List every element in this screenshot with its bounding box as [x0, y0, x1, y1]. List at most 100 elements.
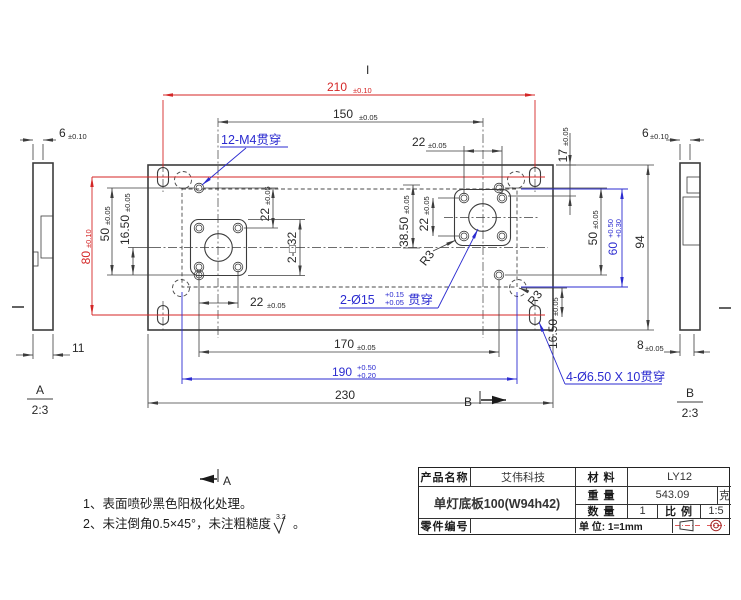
dim-210-total-width: 210 ±0.10: [162, 80, 536, 167]
dim-2x-square-32: 2-□32: [248, 219, 305, 276]
product-name-value: 艾伟科技: [471, 468, 576, 487]
dim-tol: ±0.05: [645, 344, 664, 353]
dim-value: 11: [72, 341, 85, 355]
dim-tol: ±0.10: [353, 86, 372, 95]
dim-60-pocket: 60 +0.50 +0.30: [521, 188, 628, 288]
dim-tol: ±0.05: [428, 141, 447, 150]
product-name-label: 产品名称: [419, 468, 471, 487]
qty-label: 数 量: [576, 504, 628, 519]
radius-label: R3: [525, 287, 546, 308]
scale-value: 1:5: [701, 505, 731, 519]
label-r3-pattern: R3: [417, 239, 457, 268]
callout-2-d15: 2-Ø15 +0.15 +0.05 贯穿: [339, 228, 479, 309]
dim-value: 22: [412, 135, 426, 149]
roughness-value: 3.2: [276, 514, 286, 521]
dim-17: 17 ±0.05: [508, 127, 576, 215]
dim-80-height: 80 ±0.10: [79, 176, 545, 316]
dim-value: 8: [637, 338, 644, 352]
dim-tol: ±0.05: [357, 343, 376, 352]
projection-symbol-cell: [673, 519, 731, 533]
first-angle-projection-icon: [675, 520, 725, 532]
surface-roughness-icon: 3.2: [273, 514, 286, 534]
dim-value: 190: [332, 365, 352, 379]
weight-value: 543.09: [628, 487, 718, 505]
hidden-pocket-outline: [172, 171, 527, 297]
m4-hole: [458, 230, 470, 242]
dim-230: 230: [147, 334, 554, 408]
dim-value: 38.50: [397, 217, 411, 247]
callout-label: 4-Ø6.50 X 10贯穿: [566, 369, 665, 384]
right-mount-pattern: [453, 188, 512, 247]
dim-tol-lower: +0.20: [357, 371, 376, 380]
dim-1650-left: 16.50 ±0.05: [118, 193, 152, 275]
dim-value: 50: [586, 232, 600, 246]
m4-hole: [193, 222, 205, 234]
dim-tol: ±0.05: [402, 195, 411, 214]
dim-150: 150 ±0.05: [218, 107, 483, 124]
dim-tol: ±0.05: [551, 297, 560, 316]
callout-suffix: 贯穿: [408, 292, 433, 307]
dim-value: 6: [642, 126, 649, 140]
unit-label: 单 位: 1=1mm: [576, 519, 673, 533]
dim-22-left-horizontal: 22 ±0.05: [198, 271, 286, 357]
dim-tol: ±0.10: [84, 229, 93, 248]
dim-50-right: 50 ±0.05: [505, 187, 607, 276]
callout-tol-lower: +0.05: [385, 298, 404, 307]
m4-hole: [458, 192, 470, 204]
dim-tol: ±0.10: [68, 132, 87, 141]
dim-value: 60: [606, 242, 620, 256]
dim-tol: ±0.05: [123, 193, 132, 212]
callout-4-slot: 4-Ø6.50 X 10贯穿: [538, 321, 665, 385]
dim-190-pocket: 190 +0.50 +0.20: [181, 292, 518, 384]
scale-label: 比 例: [658, 504, 701, 519]
weight-label: 重 量: [576, 487, 628, 505]
m4-hole: [232, 222, 244, 234]
dim-value: 50: [98, 228, 112, 242]
dim-22-right-pattern: 22 ±0.05: [417, 196, 459, 237]
dim-value: 16.50: [118, 215, 132, 245]
dim-170: 170 ±0.05: [199, 280, 500, 357]
dim-value: 150: [333, 107, 353, 121]
callout-tol-upper: +0.15: [385, 290, 404, 299]
dim-tol-upper: +0.50: [606, 219, 615, 238]
section-marker-i: I: [366, 63, 369, 77]
section-marker-b: B: [464, 391, 506, 409]
m4-hole: [193, 182, 205, 194]
section-view-a: 6 ±0.10 11 A 2:3: [12, 126, 87, 417]
section-marker-a: A: [200, 469, 231, 488]
dim-value: 16.50: [546, 319, 560, 349]
dim-tol: ±0.05: [267, 301, 286, 310]
callout-label: 12-M4贯穿: [221, 132, 281, 147]
left-mount-pattern: [189, 218, 248, 277]
dim-value: 22: [417, 218, 431, 232]
note-1: 1、表面喷砂黑色阳极化处理。: [83, 497, 253, 511]
dim-value: 170: [334, 337, 354, 351]
view-a-scale: 2:3: [32, 403, 49, 417]
view-b-scale: 2:3: [682, 406, 699, 420]
dim-tol: ±0.05: [561, 127, 570, 146]
dim-tol: ±0.05: [359, 113, 378, 122]
section-i-label: I: [366, 63, 369, 77]
material-value: LY12: [628, 468, 731, 487]
m4-hole: [232, 261, 244, 273]
dim-value: 230: [335, 388, 355, 402]
dim-value: 80: [79, 251, 93, 265]
dim-value: 6: [59, 126, 66, 140]
title-block: 产品名称 艾伟科技 材 料 LY12 单灯底板100(W94h42) 重 量 5…: [418, 467, 731, 535]
part-title: 单灯底板100(W94h42): [419, 487, 576, 519]
note-2-text: 2、未注倒角0.5×45°，未注粗糙度: [83, 517, 272, 531]
dim-94: 94: [556, 164, 654, 331]
part-no-value: [471, 519, 576, 533]
weight-unit: 克: [718, 487, 731, 505]
dim-22-top: 22 ±0.05: [412, 135, 503, 194]
m4-hole: [496, 230, 508, 242]
dim-22-left-vertical: 22 ±0.05: [204, 186, 278, 229]
material-label: 材 料: [576, 468, 628, 487]
m4-hole: [493, 269, 505, 281]
section-view-b: 6 ±0.10 8 ±0.05 B 2:3: [637, 126, 731, 420]
dim-tol: ±0.05: [422, 196, 431, 215]
dim-value: 94: [633, 235, 647, 249]
